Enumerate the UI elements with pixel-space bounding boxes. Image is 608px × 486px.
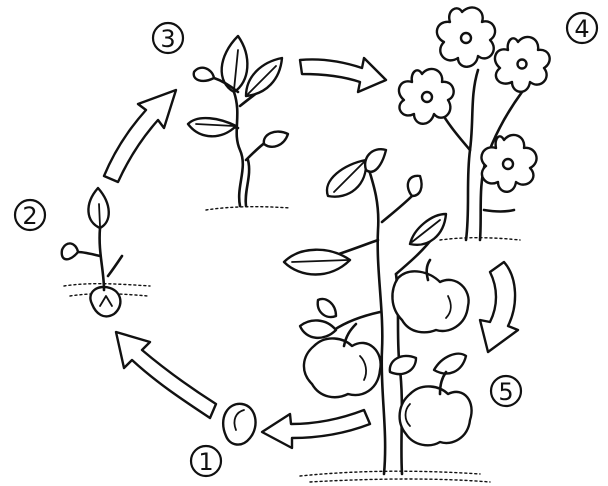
sprout-icon xyxy=(62,188,150,316)
cycle-arrow-icon xyxy=(116,332,216,418)
young-plant-icon xyxy=(188,36,290,210)
cycle-arrow-icon xyxy=(300,58,386,92)
apple-icon xyxy=(392,260,468,332)
svg-text:3: 3 xyxy=(160,25,175,53)
stage-1-label: 1 xyxy=(191,446,221,476)
svg-text:1: 1 xyxy=(198,448,213,476)
svg-text:5: 5 xyxy=(498,378,513,406)
cycle-arrow-icon xyxy=(104,90,176,182)
flower-icon xyxy=(399,69,454,124)
flower-icon xyxy=(481,135,536,192)
cycle-arrow-icon xyxy=(262,410,370,448)
apple-icon xyxy=(400,372,472,445)
svg-text:4: 4 xyxy=(574,15,589,43)
svg-text:2: 2 xyxy=(22,202,37,230)
cycle-arrow-icon xyxy=(480,262,518,352)
stage-3-label: 3 xyxy=(153,23,183,53)
seed-icon xyxy=(223,404,255,445)
stage-2-label: 2 xyxy=(15,200,45,230)
flowering-tree-icon xyxy=(399,7,550,240)
flower-icon xyxy=(495,37,550,92)
stage-4-label: 4 xyxy=(567,13,597,43)
stage-5-label: 5 xyxy=(491,376,521,406)
flower-icon xyxy=(437,7,495,66)
